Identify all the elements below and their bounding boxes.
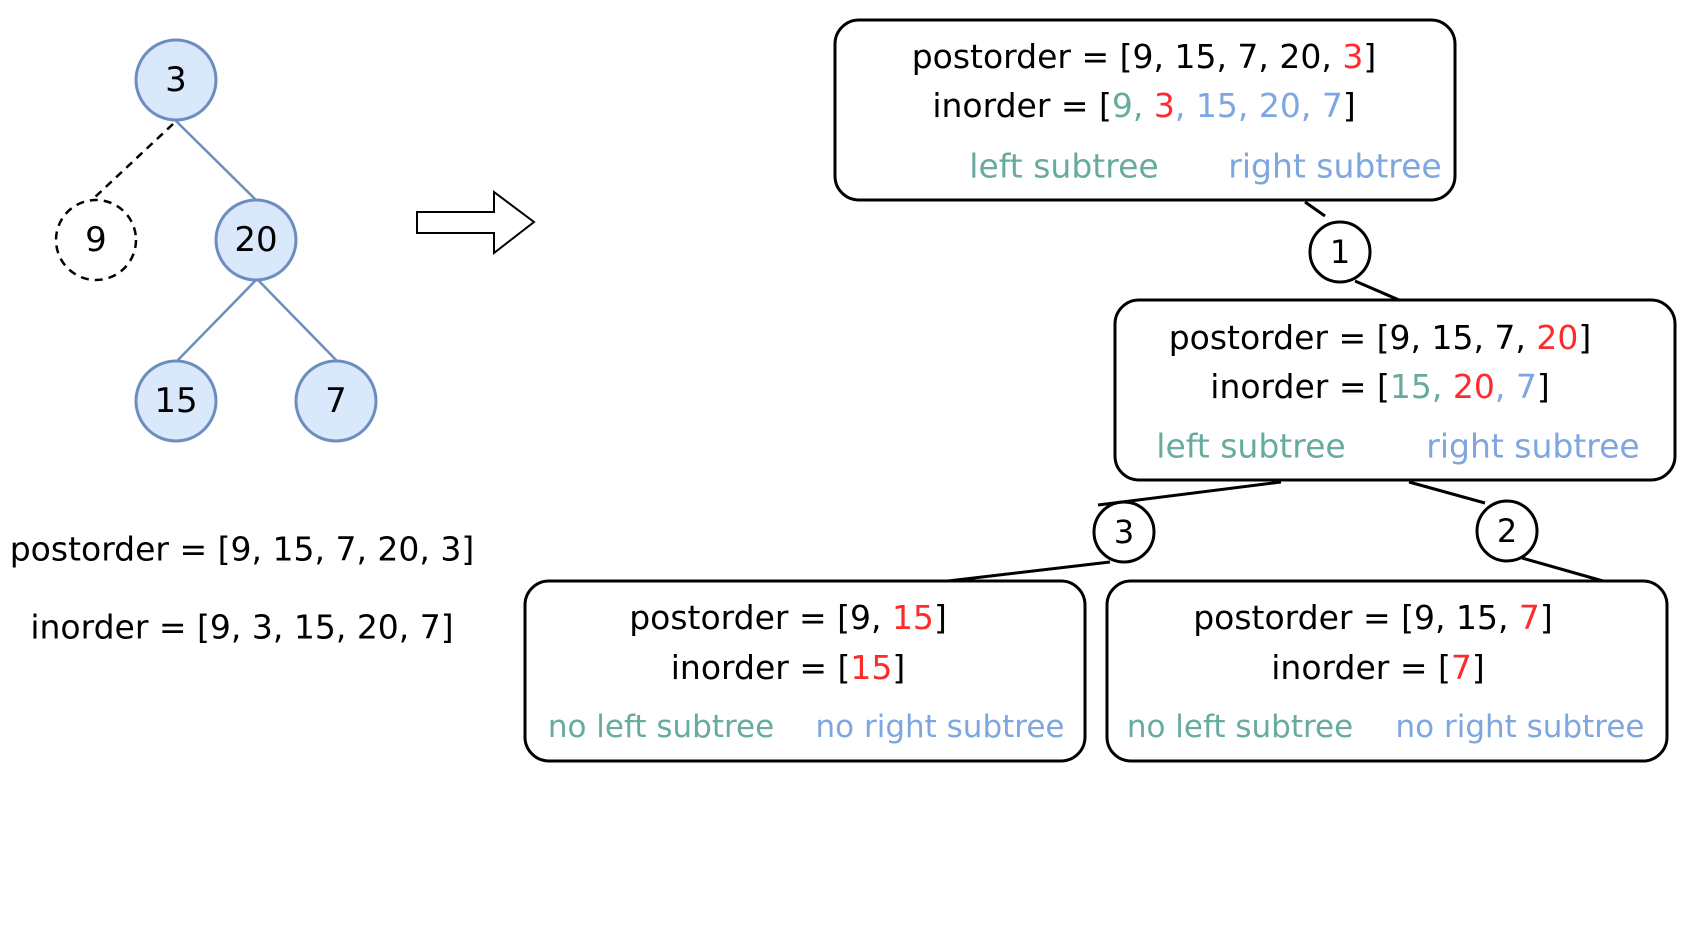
tree-node-3 <box>134 38 218 122</box>
box-root-3-right-label: right subtree <box>1228 147 1441 186</box>
box-leaf-15-frame <box>523 579 1087 763</box>
tree-node-7-label: 7 <box>325 381 347 421</box>
inorder-caption: inorder = [9, 3, 15, 20, 7] <box>30 608 453 647</box>
box-leaf-15-inorder: inorder = [15] <box>671 648 905 687</box>
postorder-prefix: postorder = [9, 15, 7, 20, <box>912 37 1343 76</box>
postorder-root-value: 7 <box>1519 598 1540 637</box>
step-marker-1-circle <box>1308 220 1372 284</box>
box-leaf-7-left-label: no left subtree <box>1127 709 1353 745</box>
box-leaf-7-postorder: postorder = [9, 15, 7] <box>1193 598 1553 637</box>
inorder-sep: , <box>1432 367 1453 406</box>
postorder-suffix: ] <box>934 598 947 637</box>
inorder-close: ] <box>892 648 905 687</box>
tree-node-20-label: 20 <box>234 220 277 260</box>
step-marker-1-label: 1 <box>1330 233 1350 271</box>
connector-step2-bottom-right <box>1521 556 1604 583</box>
connector-mid-step2 <box>1408 480 1486 505</box>
connector-step1-mid <box>1354 279 1400 302</box>
inorder-left-part: 9 <box>1112 86 1133 125</box>
postorder-suffix: ] <box>1578 318 1591 357</box>
postorder-prefix: postorder = [9, <box>629 598 892 637</box>
inorder-sep: , <box>1495 367 1516 406</box>
box-subtree-20-right-label: right subtree <box>1426 427 1639 466</box>
postorder-suffix: ] <box>1540 598 1553 637</box>
step-marker-3: 3 <box>1092 500 1156 564</box>
step-marker-3-label: 3 <box>1114 513 1134 551</box>
tree-node-7 <box>294 359 378 443</box>
tree-node-3-label: 3 <box>165 60 187 100</box>
inorder-right-part: 15, 20, 7 <box>1196 86 1343 125</box>
box-root-3-postorder: postorder = [9, 15, 7, 20, 3] <box>912 37 1377 76</box>
postorder-root-value: 15 <box>892 598 934 637</box>
box-subtree-20-inorder: inorder = [15, 20, 7] <box>1210 367 1549 406</box>
inorder-right-part: 7 <box>1516 367 1537 406</box>
tree-node-20 <box>214 198 298 282</box>
tree-node-15 <box>134 359 218 443</box>
box-leaf-7: postorder = [9, 15, 7] inorder = [7] no … <box>1105 579 1669 763</box>
inorder-open: inorder = [ <box>1271 648 1451 687</box>
postorder-caption: postorder = [9, 15, 7, 20, 3] <box>10 530 475 569</box>
box-subtree-20-left-label: left subtree <box>1156 427 1345 466</box>
inorder-close: ] <box>1343 86 1356 125</box>
step-marker-2-circle <box>1475 499 1539 563</box>
box-leaf-15-postorder: postorder = [9, 15] <box>629 598 947 637</box>
box-root-3-frame <box>833 18 1457 202</box>
box-leaf-15-left-label: no left subtree <box>548 709 774 745</box>
right-arrow-icon <box>416 190 536 256</box>
box-subtree-20-postorder: postorder = [9, 15, 7, 20] <box>1169 318 1592 357</box>
inorder-sep: , <box>1175 86 1196 125</box>
postorder-prefix: postorder = [9, 15, <box>1193 598 1519 637</box>
inorder-root-value: 15 <box>850 648 892 687</box>
box-root-3-inorder: inorder = [9, 3, 15, 20, 7] <box>932 86 1355 125</box>
edge-20-15 <box>175 279 257 363</box>
box-leaf-15-right-label: no right subtree <box>816 709 1065 745</box>
box-leaf-15: postorder = [9, 15] inorder = [15] no le… <box>523 579 1087 763</box>
step-marker-1: 1 <box>1308 220 1372 284</box>
edge-20-7 <box>257 279 339 363</box>
box-subtree-20: postorder = [9, 15, 7, 20] inorder = [15… <box>1113 298 1677 482</box>
postorder-prefix: postorder = [9, 15, 7, <box>1169 318 1537 357</box>
inorder-open: inorder = [ <box>1210 367 1390 406</box>
step-marker-3-circle <box>1092 500 1156 564</box>
inorder-close: ] <box>1537 367 1550 406</box>
inorder-root-value: 20 <box>1453 367 1495 406</box>
box-leaf-7-right-label: no right subtree <box>1396 709 1645 745</box>
step-marker-2-label: 2 <box>1497 512 1517 550</box>
binary-tree: 3 9 20 15 7 <box>54 38 378 443</box>
inorder-left-part: 15 <box>1390 367 1432 406</box>
edge-3-20 <box>174 119 257 201</box>
edge-3-9 <box>93 123 174 199</box>
connector-top-step1 <box>1304 200 1326 218</box>
inorder-close: ] <box>1472 648 1485 687</box>
inorder-sep: , <box>1133 86 1154 125</box>
box-leaf-7-frame <box>1105 579 1669 763</box>
box-subtree-20-frame <box>1113 298 1677 482</box>
box-root-3-left-label: left subtree <box>969 147 1158 186</box>
inorder-open: inorder = [ <box>671 648 851 687</box>
inorder-root-value: 7 <box>1451 648 1472 687</box>
postorder-root-value: 3 <box>1342 37 1363 76</box>
postorder-suffix: ] <box>1363 37 1376 76</box>
tree-node-15-label: 15 <box>154 381 197 421</box>
postorder-root-value: 20 <box>1536 318 1578 357</box>
connector-step3-bottom-left <box>947 560 1111 583</box>
box-root-3: postorder = [9, 15, 7, 20, 3] inorder = … <box>833 18 1457 202</box>
tree-node-9-label: 9 <box>85 220 107 260</box>
step-marker-2: 2 <box>1475 499 1539 563</box>
inorder-root-value: 3 <box>1154 86 1175 125</box>
inorder-open: inorder = [ <box>932 86 1112 125</box>
tree-node-9 <box>54 198 138 282</box>
box-leaf-7-inorder: inorder = [7] <box>1271 648 1484 687</box>
